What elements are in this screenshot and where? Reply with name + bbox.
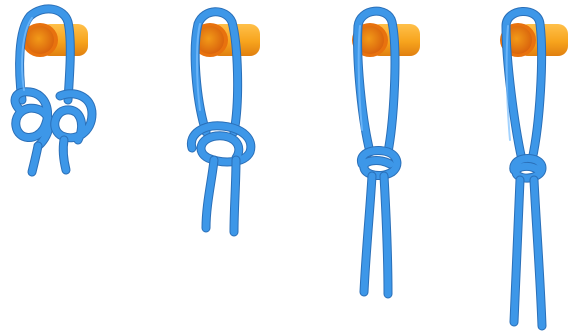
peg-icon (22, 23, 88, 57)
step-1-loose-knot (15, 9, 92, 172)
step-2-knot-forming (191, 12, 260, 232)
step-4-knot-tight (500, 11, 568, 326)
step-3-knot-tightening (352, 11, 420, 294)
peg-icon (192, 23, 260, 57)
rope-icon (506, 11, 542, 326)
